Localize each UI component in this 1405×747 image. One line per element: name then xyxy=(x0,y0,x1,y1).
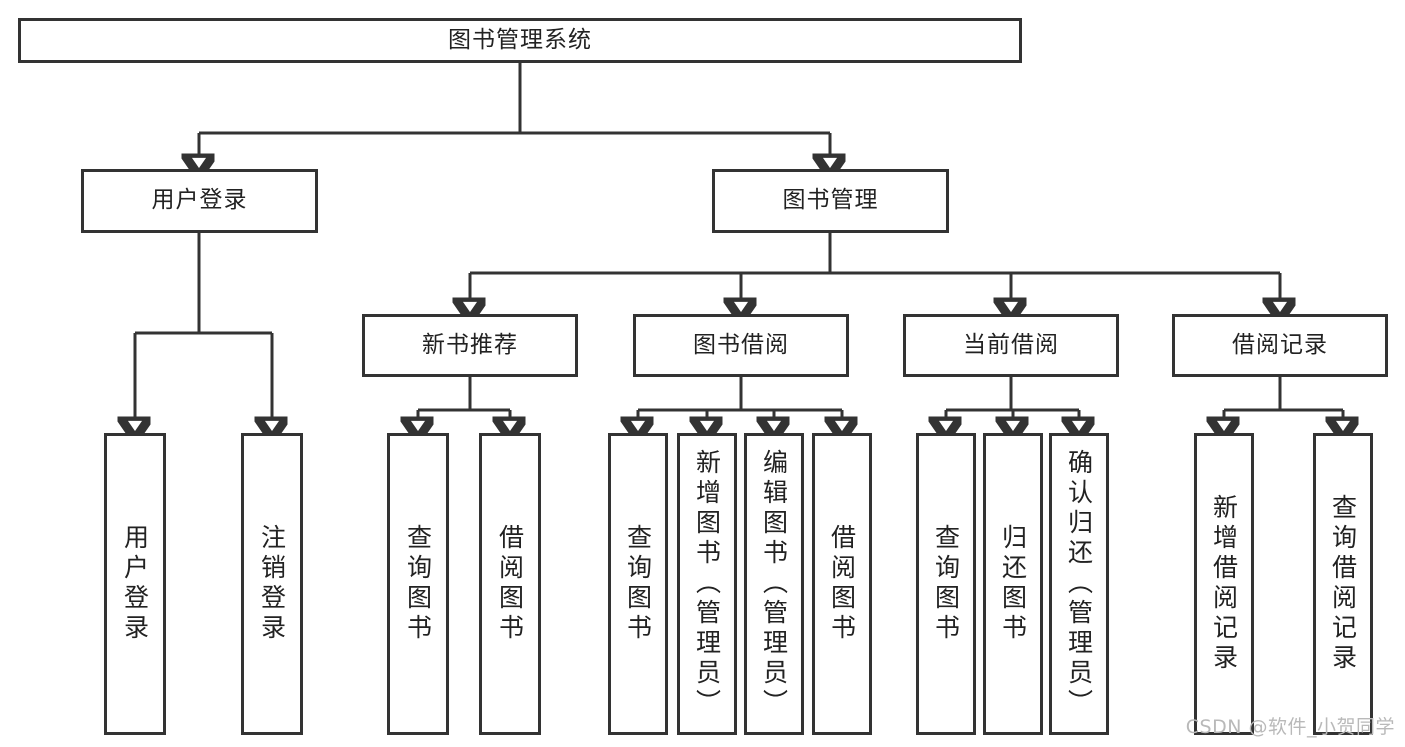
node-borrow-records-label: 借阅记录 xyxy=(1232,331,1328,358)
leaf-node-label: 归还图书 xyxy=(998,524,1028,644)
leaf-node-label: 查询图书 xyxy=(403,524,433,644)
leaf-node-label: 注销登录 xyxy=(257,524,287,644)
node-book-borrow-label: 图书借阅 xyxy=(693,331,789,358)
leaf-node[interactable]: 归还图书 xyxy=(983,433,1043,735)
leaf-node-label: 查询借阅记录 xyxy=(1328,494,1358,674)
node-new-book-recommend-label: 新书推荐 xyxy=(422,331,518,358)
leaf-node[interactable]: 编辑图书（管理员） xyxy=(744,433,804,735)
leaf-node[interactable]: 注销登录 xyxy=(241,433,303,735)
node-book-management[interactable]: 图书管理 xyxy=(712,169,949,233)
leaf-node[interactable]: 查询借阅记录 xyxy=(1313,433,1373,735)
leaf-node[interactable]: 查询图书 xyxy=(387,433,449,735)
node-current-borrow[interactable]: 当前借阅 xyxy=(903,314,1119,377)
node-new-book-recommend[interactable]: 新书推荐 xyxy=(362,314,578,377)
leaf-node-label: 查询图书 xyxy=(623,524,653,644)
node-borrow-records[interactable]: 借阅记录 xyxy=(1172,314,1388,377)
leaf-node-label: 确认归还（管理员） xyxy=(1064,449,1094,719)
leaf-node[interactable]: 查询图书 xyxy=(916,433,976,735)
node-book-management-label: 图书管理 xyxy=(782,187,879,214)
node-user-login[interactable]: 用户登录 xyxy=(81,169,318,233)
leaf-node[interactable]: 新增图书（管理员） xyxy=(677,433,737,735)
node-book-borrow[interactable]: 图书借阅 xyxy=(633,314,849,377)
leaf-node[interactable]: 确认归还（管理员） xyxy=(1049,433,1109,735)
node-user-login-label: 用户登录 xyxy=(151,187,248,214)
csdn-watermark: CSDN @软件_小贺同学 xyxy=(1185,716,1395,738)
leaf-node-label: 查询图书 xyxy=(931,524,961,644)
leaf-node-label: 新增图书（管理员） xyxy=(692,449,722,719)
leaf-node[interactable]: 用户登录 xyxy=(104,433,166,735)
leaf-node-label: 新增借阅记录 xyxy=(1209,494,1239,674)
leaf-node-label: 编辑图书（管理员） xyxy=(759,449,789,719)
leaf-node[interactable]: 借阅图书 xyxy=(479,433,541,735)
leaf-node-label: 用户登录 xyxy=(120,524,150,644)
leaf-node[interactable]: 借阅图书 xyxy=(812,433,872,735)
leaf-node[interactable]: 查询图书 xyxy=(608,433,668,735)
leaf-node-label: 借阅图书 xyxy=(827,524,857,644)
node-root[interactable]: 图书管理系统 xyxy=(18,18,1022,63)
node-root-label: 图书管理系统 xyxy=(448,26,592,53)
leaf-node[interactable]: 新增借阅记录 xyxy=(1194,433,1254,735)
leaf-node-label: 借阅图书 xyxy=(495,524,525,644)
node-current-borrow-label: 当前借阅 xyxy=(963,331,1059,358)
